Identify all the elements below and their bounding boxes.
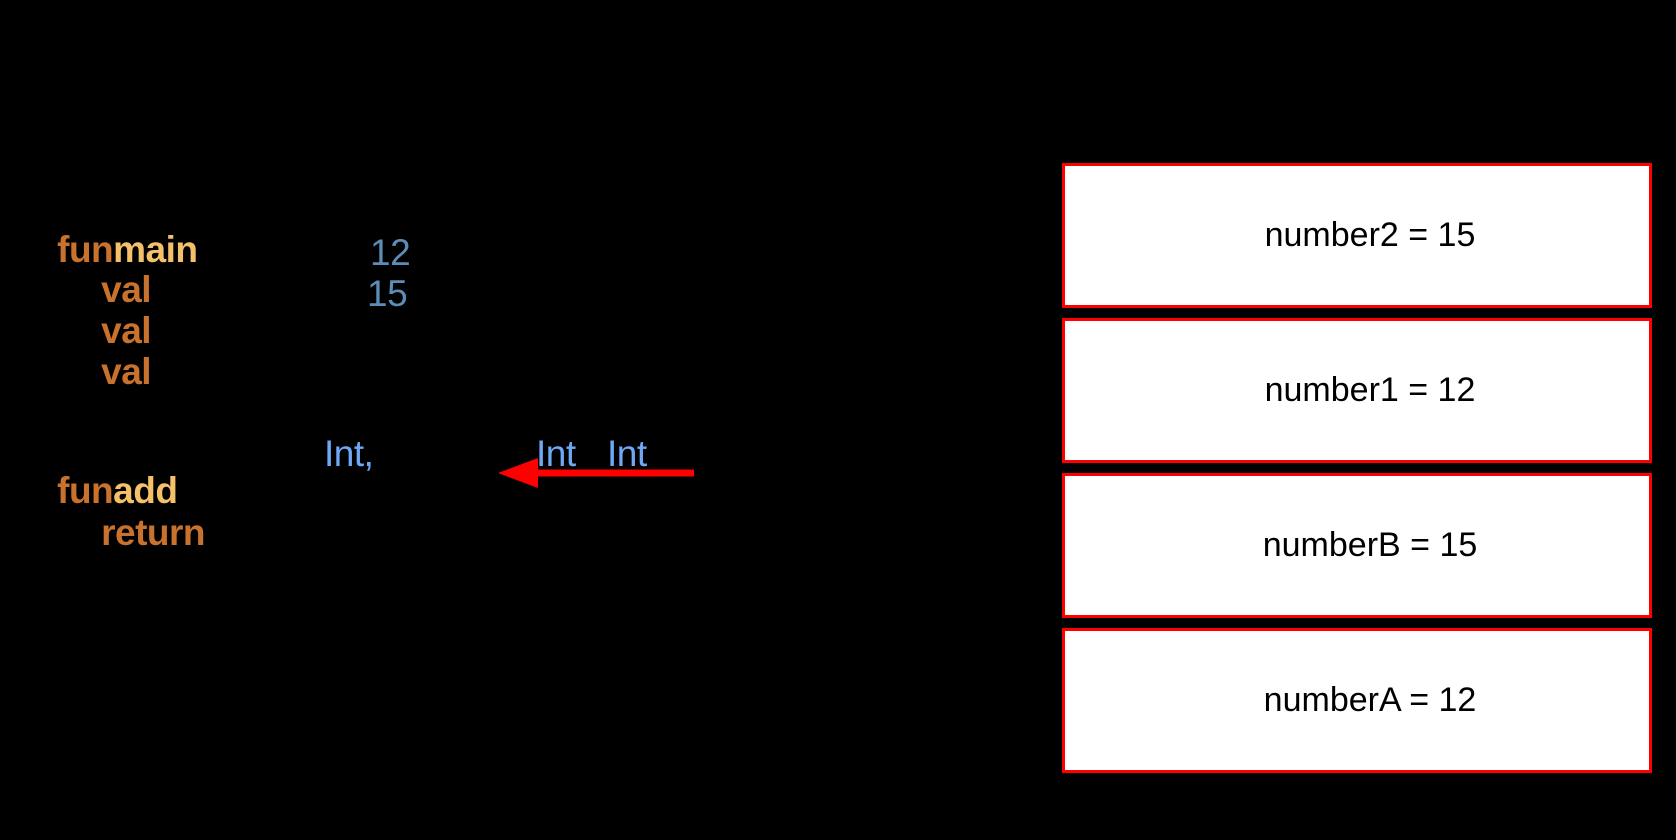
function-name-main: main bbox=[113, 229, 198, 270]
code-line-fun-main: funmain bbox=[18, 194, 198, 305]
type-int-return: Int bbox=[607, 433, 647, 474]
stack-frame-label: number2 = 15 bbox=[1264, 216, 1476, 254]
code-line-return: return bbox=[62, 477, 205, 588]
code-line-fun-add: funadd Int, Int Int bbox=[18, 435, 647, 546]
code-line-val-3: val bbox=[62, 316, 151, 427]
call-arrow-icon bbox=[498, 458, 694, 488]
keyword-fun: fun bbox=[57, 229, 114, 270]
keyword-val: val bbox=[101, 351, 152, 392]
type-int-param-1: Int, bbox=[324, 433, 374, 474]
keyword-val: val bbox=[101, 269, 152, 310]
stack-frame-number1: number1 = 12 bbox=[1062, 318, 1652, 463]
keyword-val: val bbox=[101, 310, 152, 351]
keyword-return: return bbox=[101, 512, 206, 553]
number-literal-12: 12 bbox=[370, 232, 411, 273]
stack-frame-number2: number2 = 15 bbox=[1062, 163, 1652, 308]
function-name-add: add bbox=[113, 470, 178, 511]
keyword-fun: fun bbox=[57, 470, 114, 511]
stack-frame-numberA: numberA = 12 bbox=[1062, 628, 1652, 773]
code-line-val-1: val 12 bbox=[62, 234, 411, 345]
number-literal-15: 15 bbox=[367, 273, 408, 314]
stack-frames-panel: number2 = 15 number1 = 12 numberB = 15 n… bbox=[1062, 0, 1654, 840]
stack-frame-label: numberB = 15 bbox=[1262, 526, 1478, 564]
stack-frame-label: number1 = 12 bbox=[1264, 371, 1476, 409]
stack-frame-label: numberA = 12 bbox=[1263, 681, 1477, 719]
stack-frame-numberB: numberB = 15 bbox=[1062, 473, 1652, 618]
code-line-val-2: val 15 bbox=[62, 275, 408, 386]
type-int-param-2: Int bbox=[536, 433, 576, 474]
